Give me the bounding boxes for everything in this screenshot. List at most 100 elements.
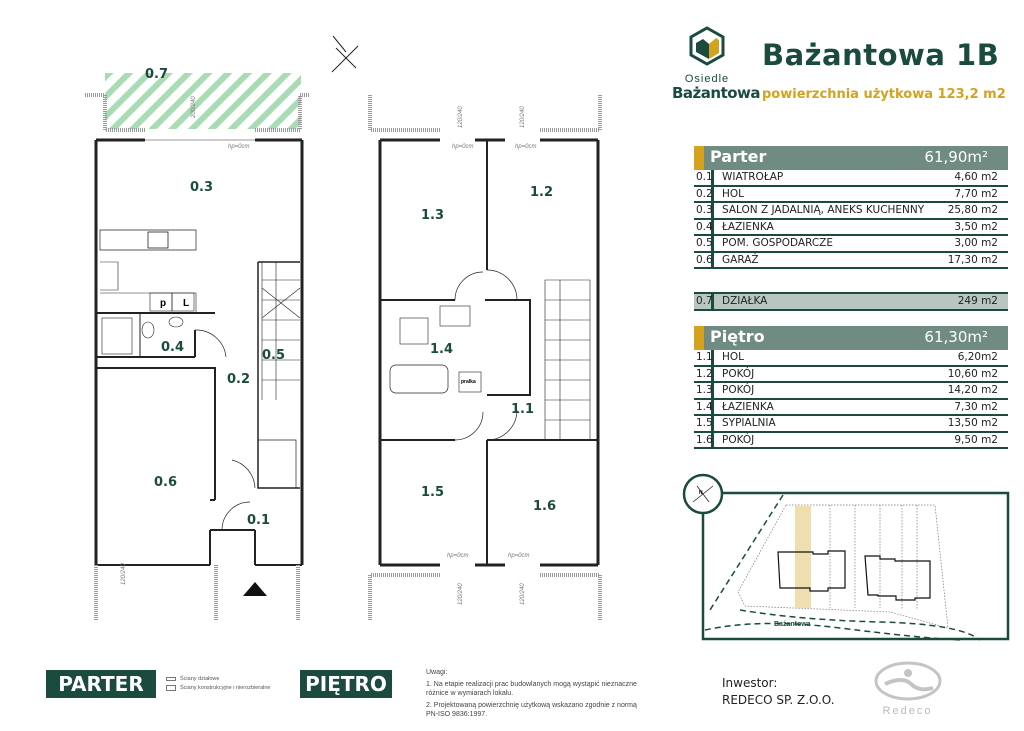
room-name: POM. GOSPODARCZE bbox=[722, 237, 834, 250]
window-dim: 120/240 bbox=[458, 106, 464, 128]
investor-block: Inwestor: REDECO SP. Z.O.O. bbox=[722, 675, 835, 709]
room-label-0.6: 0.6 bbox=[154, 475, 177, 490]
table-title: Piętro bbox=[710, 327, 765, 346]
room-area: 249 m2 bbox=[957, 295, 998, 308]
room-code: 0.5 bbox=[696, 236, 714, 251]
fixture-p: p bbox=[160, 298, 166, 309]
room-code: 0.7 bbox=[696, 294, 714, 309]
legend-item: Ściany działowe bbox=[180, 676, 220, 682]
logo-line2: Bażantowa bbox=[672, 84, 761, 102]
table-row: 0.3 SALON Z JADALNIĄ, ANEKS KUCHENNY 25,80… bbox=[694, 203, 1008, 220]
room-name: SALON Z JADALNIĄ, ANEKS KUCHENNY bbox=[722, 204, 925, 217]
room-name: WIATROŁAP bbox=[722, 171, 784, 184]
entrance-arrow-icon bbox=[243, 582, 267, 596]
note-item: 1. Na etapie realizacji prac budowlanych… bbox=[426, 681, 637, 697]
room-code: 0.3 bbox=[696, 203, 714, 218]
room-name: SYPIALNIA bbox=[722, 417, 776, 430]
room-code: 0.4 bbox=[696, 219, 714, 234]
room-code: 1.4 bbox=[696, 399, 714, 414]
room-label-1.1: 1.1 bbox=[511, 402, 534, 417]
investor-name: REDECO SP. Z.O.O. bbox=[722, 693, 835, 707]
street-label: Bażantowa bbox=[774, 621, 811, 628]
room-code: 0.2 bbox=[696, 186, 714, 201]
partition-wall-swatch bbox=[166, 677, 176, 681]
room-name: HOL bbox=[722, 187, 745, 200]
level-mark: hp=0cm bbox=[228, 144, 250, 150]
room-area: 13,50 m2 bbox=[947, 417, 998, 430]
room-name: DZIAŁKA bbox=[722, 295, 768, 308]
room-area: 7,30 m2 bbox=[954, 400, 998, 413]
room-code: 1.3 bbox=[696, 383, 714, 398]
window-dim: 120/240 bbox=[458, 583, 464, 605]
washer-label: pralka bbox=[461, 379, 476, 385]
wall-legend: Ściany działowe Ściany konstrukcyjne i n… bbox=[166, 676, 271, 694]
door-dim: 120/240 bbox=[121, 563, 127, 585]
osiedle-bazantowa-logo: Osiedle Bażantowa bbox=[672, 26, 761, 102]
room-label-0.7: 0.7 bbox=[145, 67, 168, 82]
room-name: GARAŻ bbox=[722, 253, 759, 266]
table-total: 61,30m² bbox=[924, 328, 988, 346]
room-area: 14,20 m2 bbox=[947, 384, 998, 397]
room-label-1.6: 1.6 bbox=[533, 499, 556, 514]
pietro-table-header: Piętro 61,30m² bbox=[694, 326, 1008, 350]
page-title: Bażantowa 1B bbox=[762, 38, 1000, 72]
redeco-logo-text: Redeco bbox=[882, 705, 933, 717]
window-dim: 120/240 bbox=[520, 106, 526, 128]
room-label-0.3: 0.3 bbox=[190, 180, 213, 195]
note-item: 2. Projektowaną powierzchnię użytkową ws… bbox=[426, 702, 637, 718]
room-label-1.5: 1.5 bbox=[421, 485, 444, 500]
room-name: POKÓJ bbox=[722, 384, 755, 397]
room-label-0.2: 0.2 bbox=[227, 372, 250, 387]
room-label-1.2: 1.2 bbox=[530, 185, 553, 200]
room-area: 10,60 m2 bbox=[947, 367, 998, 380]
table-row: 0.7 DZIAŁKA 249 m2 bbox=[694, 294, 1008, 311]
room-label-1.3: 1.3 bbox=[421, 208, 444, 223]
redeco-logo-icon bbox=[874, 661, 941, 701]
room-name: ŁAZIENKA bbox=[722, 220, 774, 233]
level-mark: hp=0cm bbox=[447, 553, 469, 559]
structural-wall-swatch bbox=[166, 685, 176, 691]
level-mark: hp=0cm bbox=[515, 144, 537, 150]
redeco-logo: Redeco bbox=[860, 660, 955, 717]
room-name: HOL bbox=[722, 351, 745, 364]
table-total: 61,90m² bbox=[924, 148, 988, 166]
level-mark: hp=0cm bbox=[452, 144, 474, 150]
room-code: 1.2 bbox=[696, 366, 714, 381]
logo-line1: Osiedle bbox=[684, 73, 730, 85]
room-code: 0.1 bbox=[696, 170, 714, 185]
room-area: 3,50 m2 bbox=[954, 220, 998, 233]
floor-plans: 0.7 0.3 0.4 0.5 0.2 0.6 0.1 p L hp=0cm 2… bbox=[85, 35, 602, 620]
hexagon-house-icon bbox=[689, 26, 725, 66]
table-row: 1.4 ŁAZIENKA 7,30 m2 bbox=[694, 399, 1008, 416]
room-name: ŁAZIENKA bbox=[722, 400, 774, 413]
plot-hatch bbox=[105, 73, 301, 129]
pietro-badge: PIĘTRO bbox=[300, 670, 392, 698]
room-area: 25,80 m2 bbox=[947, 204, 998, 217]
room-area: 3,00 m2 bbox=[954, 237, 998, 250]
notes-title: Uwagi: bbox=[426, 669, 448, 676]
site-map: Bażantowa N bbox=[682, 473, 1010, 641]
fixture-l: L bbox=[183, 298, 189, 309]
plot-area-table: 0.7 DZIAŁKA 249 m2 bbox=[694, 292, 1008, 311]
room-label-0.1: 0.1 bbox=[247, 513, 270, 528]
window-dim: 120/240 bbox=[520, 583, 526, 605]
table-row: 0.5 POM. GOSPODARCZE 3,00 m2 bbox=[694, 236, 1008, 253]
page-subtitle: powierzchnia użytkowa 123,2 m2 bbox=[762, 87, 1006, 102]
room-area: 17,30 m2 bbox=[947, 253, 998, 266]
investor-label: Inwestor: bbox=[722, 676, 778, 690]
compass-icon bbox=[331, 35, 359, 73]
room-area: 9,50 m2 bbox=[954, 433, 998, 446]
table-title: Parter bbox=[710, 147, 767, 166]
room-label-1.4: 1.4 bbox=[430, 342, 453, 357]
table-row: 1.3 POKÓJ 14,20 m2 bbox=[694, 383, 1008, 400]
pietro-plan: 1.3 1.2 1.4 1.1 1.5 1.6 pralka hp=0cm hp… bbox=[368, 95, 602, 620]
notes: Uwagi: 1. Na etapie realizacji prac budo… bbox=[426, 668, 646, 722]
